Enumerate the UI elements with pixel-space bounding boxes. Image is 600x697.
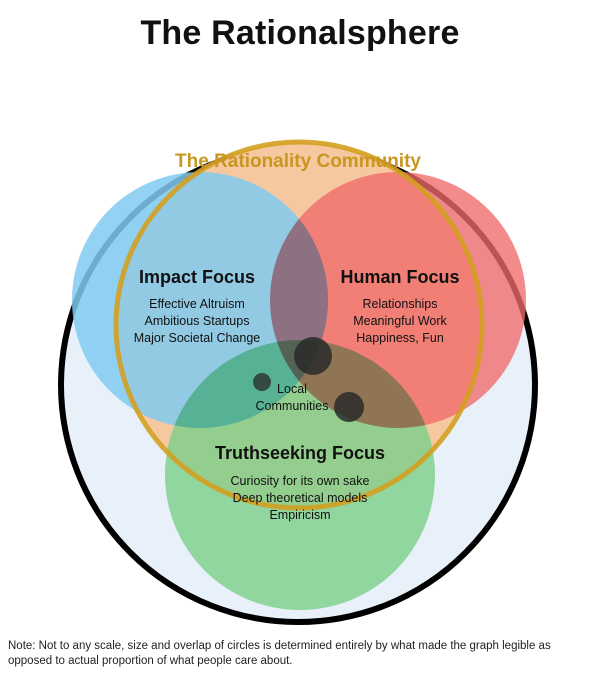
truthseeking-focus-heading: Truthseeking Focus xyxy=(215,443,385,463)
truthseeking-focus-item: Empiricism xyxy=(269,508,330,522)
community-dot-medium xyxy=(334,392,364,422)
footnote: Note: Not to any scale, size and overlap… xyxy=(8,640,551,667)
human-focus-item: Relationships xyxy=(362,297,437,311)
community-dot-large xyxy=(294,337,332,375)
impact-focus-item: Ambitious Startups xyxy=(145,314,250,328)
human-focus-item: Happiness, Fun xyxy=(356,331,444,345)
human-focus-heading: Human Focus xyxy=(340,267,459,287)
community-dot-small xyxy=(253,373,271,391)
impact-focus-item: Effective Altruism xyxy=(149,297,245,311)
local-communities-label: Communities xyxy=(256,399,329,413)
page-title: The Rationalsphere xyxy=(140,14,460,52)
impact-focus-heading: Impact Focus xyxy=(139,267,255,287)
truthseeking-focus-item: Curiosity for its own sake xyxy=(231,474,370,488)
human-focus-item: Meaningful Work xyxy=(353,314,447,328)
community-ring xyxy=(113,139,485,511)
impact-focus-item: Major Societal Change xyxy=(134,331,261,345)
community-label: The Rationality Community xyxy=(175,151,421,172)
truthseeking-focus-circle xyxy=(165,340,435,610)
local-communities-label: Local xyxy=(277,382,307,396)
truthseeking-focus-item: Deep theoretical models xyxy=(233,491,368,505)
